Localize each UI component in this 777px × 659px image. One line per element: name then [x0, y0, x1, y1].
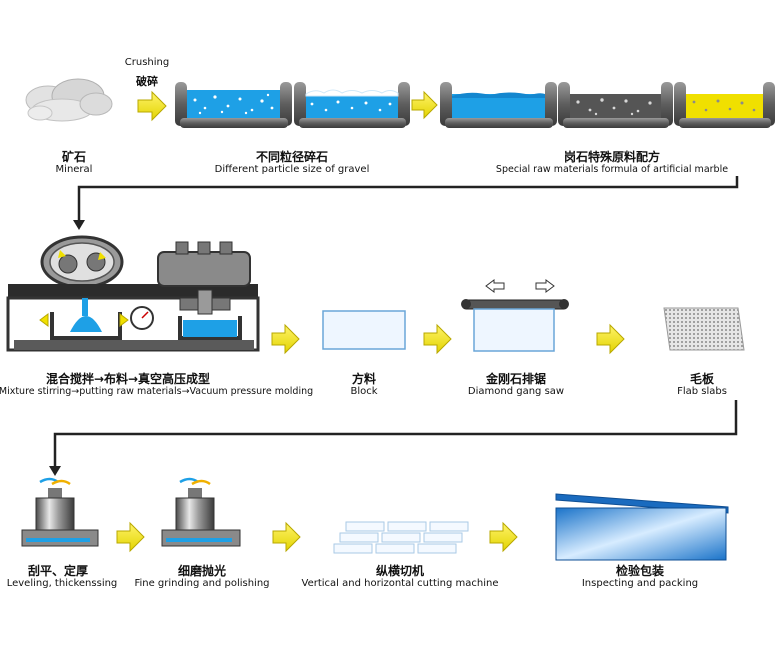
step-mineral-zh: 矿石 [61, 150, 87, 164]
mix-tray-blue-icon [440, 82, 557, 128]
step-formula-zh: 岗石特殊原料配方 [563, 150, 661, 164]
connector-arrowhead-icon [73, 220, 85, 230]
step-cutting-en: Vertical and horizontal cutting machine [301, 578, 499, 589]
flow-arrow-icon [272, 521, 301, 553]
mix-tray-yellow-icon [674, 82, 775, 128]
flab-slabs-icon [663, 307, 745, 351]
row-connector [53, 400, 738, 468]
step-gang-saw-zh: 金刚石排锯 [485, 372, 547, 386]
step-polishing-en: Fine grinding and polishing [134, 578, 270, 589]
step-mineral-en: Mineral [55, 164, 93, 175]
polishing-head-icon [161, 477, 241, 547]
connector-arrowhead-icon [49, 466, 61, 476]
step-formula-en: Special raw materials formula of artific… [495, 164, 729, 175]
crushing-label-en: Crushing [124, 57, 170, 68]
vacuum-molding-machine-icon [6, 235, 260, 352]
step-leveling-zh: 刮平、定厚 [27, 564, 89, 578]
step-slabs-zh: 毛板 [689, 372, 715, 386]
step-gang-saw-en: Diamond gang saw [467, 386, 565, 397]
flow-arrow-icon [596, 323, 625, 355]
crushing-arrow-icon [137, 90, 167, 122]
step-gravel-zh: 不同粒径碎石 [255, 150, 329, 164]
flow-arrow-icon [271, 323, 300, 355]
step-packing-zh: 检验包装 [615, 564, 665, 578]
row-connector [77, 176, 739, 222]
step-slabs-en: Flab slabs [677, 386, 727, 397]
crushing-label-zh: 破碎 [136, 75, 158, 88]
gang-saw-icon [461, 279, 569, 352]
packing-box-icon [555, 493, 729, 561]
step-packing-en: Inspecting and packing [581, 578, 699, 589]
step-block-en: Block [350, 386, 378, 397]
leveling-head-icon [21, 477, 99, 547]
block-icon [322, 310, 406, 350]
cut-slabs-icon [333, 521, 469, 554]
step-polishing-zh: 细磨抛光 [177, 564, 227, 578]
flow-arrow-icon [116, 521, 145, 553]
flow-arrow-icon [423, 323, 452, 355]
step-gravel-en: Different particle size of gravel [214, 164, 370, 175]
gravel-tray-icon [175, 82, 292, 128]
step-leveling-en: Leveling, thickenssing [6, 578, 118, 589]
step-cutting-zh: 纵横切机 [375, 564, 425, 578]
mineral-stones-icon [25, 78, 113, 122]
gravel-tray-icon [294, 82, 410, 128]
flow-arrow-icon [489, 521, 518, 553]
mix-tray-gray-icon [558, 82, 673, 128]
flow-arrow-icon [411, 90, 438, 120]
step-molding-zh: 混合搅拌→布料→真空高压成型 [45, 372, 211, 386]
step-block-zh: 方料 [351, 372, 377, 386]
step-molding-en: Mixture stirring→putting raw materials→V… [0, 386, 314, 397]
